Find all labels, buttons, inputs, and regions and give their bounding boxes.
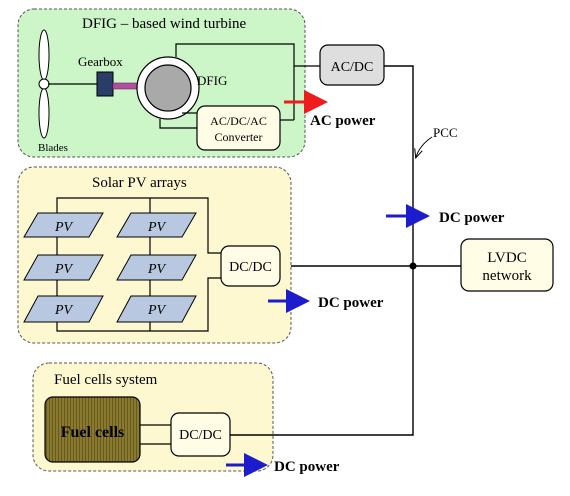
pv-dc-dc-converter-box bbox=[220, 245, 281, 287]
converter-label-line1: AC/DC/AC bbox=[210, 114, 267, 128]
rotor-wire-bottom bbox=[159, 119, 197, 129]
blades-icon bbox=[38, 29, 50, 139]
pcc-node bbox=[409, 262, 417, 270]
solar-pv-title: Solar PV arrays bbox=[92, 175, 187, 191]
pv-panel-label: PV bbox=[147, 262, 167, 277]
pv-dc-dc-converter-label: DC/DC bbox=[229, 260, 272, 275]
pv-panel-label: PV bbox=[147, 303, 167, 318]
dfig-generator-icon bbox=[136, 56, 200, 120]
lvdc-network-box bbox=[460, 238, 554, 292]
main-bus-wire bbox=[272, 65, 414, 436]
bus-dc-power-label: DC power bbox=[439, 210, 505, 226]
pv-panel-label: PV bbox=[147, 220, 167, 235]
gearbox-icon bbox=[96, 71, 114, 97]
stator-wire bbox=[175, 43, 321, 67]
ac-dc-rectifier-box bbox=[319, 44, 385, 86]
fuel-cells-title: Fuel cells system bbox=[54, 372, 158, 388]
ac-dc-ac-converter-box bbox=[196, 105, 281, 151]
pv-panel: PV bbox=[116, 254, 197, 281]
lvdc-network-line1: LVDC bbox=[487, 250, 526, 266]
ac-dc-rectifier-label: AC/DC bbox=[331, 60, 374, 75]
fuel-dc-dc-converter-label: DC/DC bbox=[179, 428, 222, 443]
fuel-dc-power-label: DC power bbox=[274, 459, 340, 475]
fuel-cells-group: Fuel cells system Fuel cells DC/DC bbox=[32, 362, 274, 472]
wind-turbine-title: DFIG – based wind turbine bbox=[82, 16, 246, 32]
blades-label: Blades bbox=[38, 142, 68, 154]
pv-panel: PV bbox=[116, 212, 197, 238]
fuel-cell-stack-label: Fuel cells bbox=[61, 424, 125, 441]
lvdc-network-line2: network bbox=[482, 268, 532, 284]
dfig-label: DFIG bbox=[197, 73, 227, 88]
wind-turbine-group: DFIG – based wind turbine Blades Gearbox… bbox=[17, 8, 321, 158]
solar-pv-group: Solar PV arrays PV PV PV PV bbox=[17, 166, 292, 344]
ac-power-label: AC power bbox=[310, 113, 376, 129]
pv-panel: PV bbox=[23, 212, 104, 238]
pv-string-wiring bbox=[56, 197, 221, 332]
pcc-label: PCC bbox=[433, 125, 458, 140]
pv-panel-label: PV bbox=[54, 262, 74, 277]
pv-panel-label: PV bbox=[54, 220, 74, 235]
converter-label-line2: Converter bbox=[215, 130, 263, 144]
fuel-cell-stack bbox=[44, 396, 141, 463]
gearbox-label: Gearbox bbox=[78, 54, 123, 69]
pcc-pointer bbox=[416, 136, 433, 157]
pv-panel: PV bbox=[23, 254, 104, 281]
pv-panel-label: PV bbox=[54, 303, 74, 318]
pv-panel: PV bbox=[23, 295, 104, 323]
pv-panel: PV bbox=[116, 295, 197, 323]
pv-dc-power-label: DC power bbox=[318, 295, 384, 311]
